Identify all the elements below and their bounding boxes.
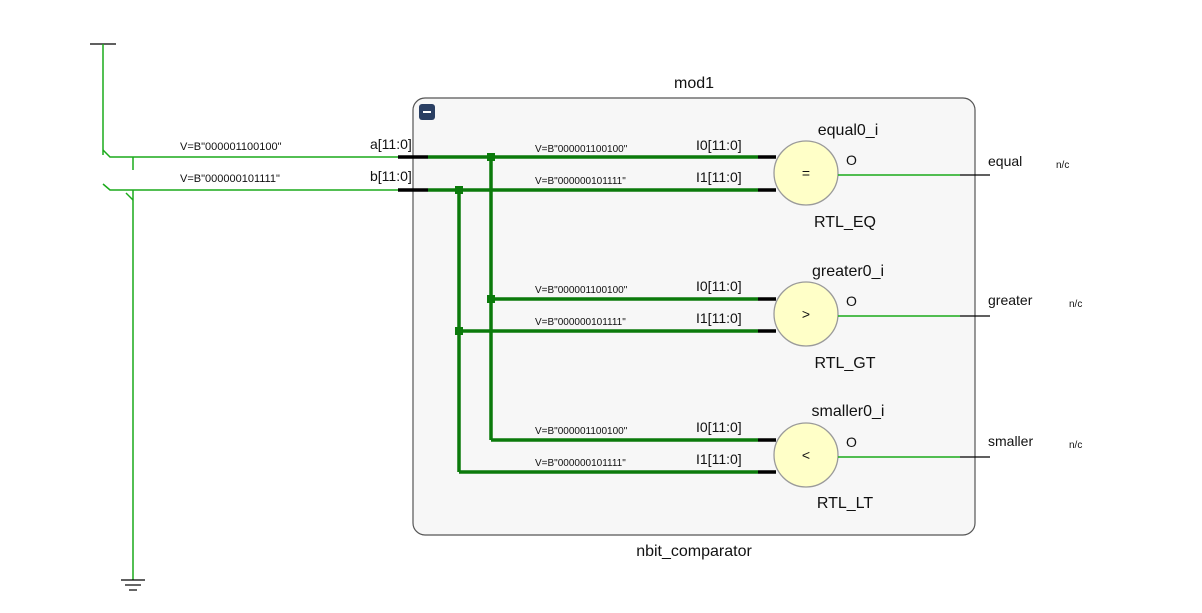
gate-equal-in1-value: V=B"000000101111": [535, 176, 626, 187]
port-a-value: V=B"000001100100": [180, 141, 282, 153]
gate-equal-in0-pin: I0[11:0]: [696, 137, 742, 153]
gate-greater[interactable]: V=B"000001100100" I0[11:0] V=B"000000101…: [535, 263, 1082, 372]
gate-smaller-in0-pin: I0[11:0]: [696, 419, 742, 435]
net-a-const[interactable]: [102, 149, 398, 201]
gate-greater-in1-value: V=B"000000101111": [535, 317, 626, 328]
output-smaller-status: n/c: [1069, 440, 1082, 451]
gate-greater-in0-value: V=B"000001100100": [535, 285, 628, 296]
output-equal-status: n/c: [1056, 160, 1069, 171]
port-b-value: V=B"000000101111": [180, 173, 280, 185]
output-equal-label: equal: [988, 153, 1022, 169]
gate-equal[interactable]: V=B"000001100100" I0[11:0] V=B"000000101…: [535, 122, 1069, 231]
gate-equal-instance: equal0_i: [818, 122, 879, 139]
collapse-button[interactable]: [419, 104, 435, 120]
module-type-name: nbit_comparator: [636, 543, 752, 560]
junction-dot: [487, 153, 495, 161]
gate-smaller-instance: smaller0_i: [812, 403, 885, 420]
gate-greater-symbol: >: [802, 306, 810, 322]
gate-equal-symbol: =: [802, 165, 810, 181]
module-nbit-comparator[interactable]: mod1 nbit_comparator: [412, 75, 976, 560]
gate-equal-body[interactable]: [773, 140, 839, 206]
gate-greater-body[interactable]: [773, 281, 839, 347]
gate-smaller-out-pin: O: [846, 434, 857, 450]
gate-smaller[interactable]: V=B"000001100100" I0[11:0] V=B"000000101…: [535, 403, 1082, 512]
ground-icon: [121, 579, 145, 591]
gate-smaller-in1-pin: I1[11:0]: [696, 451, 742, 467]
power-symbol: [90, 43, 116, 155]
gate-greater-in0-pin: I0[11:0]: [696, 278, 742, 294]
gate-equal-out-pin: O: [846, 152, 857, 168]
gate-smaller-in1-value: V=B"000000101111": [535, 458, 626, 469]
gate-greater-in1-pin: I1[11:0]: [696, 310, 742, 326]
gate-equal-type: RTL_EQ: [814, 214, 876, 231]
gate-smaller-in0-value: V=B"000001100100": [535, 426, 628, 437]
gate-smaller-type: RTL_LT: [817, 495, 874, 512]
bus-a[interactable]: [428, 153, 758, 442]
junction-dot: [487, 295, 495, 303]
module-instance-name: mod1: [674, 75, 714, 92]
gate-equal-in0-value: V=B"000001100100": [535, 144, 628, 155]
gate-smaller-body[interactable]: [773, 422, 839, 488]
output-greater-label: greater: [988, 292, 1033, 308]
output-smaller-label: smaller: [988, 433, 1033, 449]
junction-dot: [455, 186, 463, 194]
ground-symbol: [121, 190, 145, 591]
gate-smaller-symbol: <: [802, 447, 810, 463]
gate-greater-instance: greater0_i: [812, 263, 884, 280]
port-a-label: a[11:0]: [370, 136, 412, 152]
port-b-label: b[11:0]: [370, 168, 412, 184]
gate-equal-in1-pin: I1[11:0]: [696, 169, 742, 185]
gate-greater-out-pin: O: [846, 293, 857, 309]
output-greater-status: n/c: [1069, 299, 1082, 310]
gate-greater-type: RTL_GT: [814, 355, 875, 372]
junction-dot: [455, 327, 463, 335]
bus-b[interactable]: [428, 186, 758, 474]
